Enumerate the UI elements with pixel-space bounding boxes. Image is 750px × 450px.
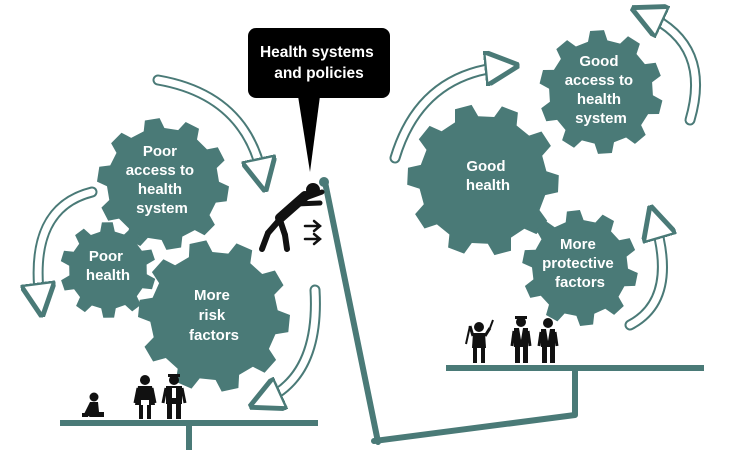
left-platform <box>60 420 318 426</box>
curved-arrow-icon <box>38 188 96 300</box>
callout: Health systems and policies <box>248 28 390 172</box>
label-good-access: Good access to health system <box>565 53 638 127</box>
gear-good-health <box>407 104 559 256</box>
curved-arrow-icon <box>647 15 700 124</box>
gear-poor-access <box>97 118 229 250</box>
callout-pointer <box>298 96 320 172</box>
curved-arrow-icon <box>391 67 502 162</box>
man-with-cap-icon <box>161 374 187 419</box>
lever-knob <box>319 177 329 187</box>
right-people <box>465 316 559 363</box>
gear-more-risk <box>138 240 290 392</box>
curved-arrow-icon <box>626 222 662 329</box>
left-platform-post <box>186 426 192 450</box>
woman-icon <box>133 375 157 419</box>
label-poor-access: Poor access to health system <box>126 143 199 217</box>
man-in-suit-icon <box>510 316 532 363</box>
pushing-person-icon <box>259 183 325 252</box>
kneeling-person-icon <box>82 392 104 417</box>
gears <box>60 30 663 392</box>
callout-box <box>248 28 390 98</box>
golfer-icon <box>465 319 494 363</box>
right-platform <box>446 365 704 371</box>
gear-labels: Poor access to health system Poor health… <box>86 53 638 344</box>
gear-poor-health <box>60 222 156 318</box>
curved-arrow-icon <box>154 76 262 175</box>
label-poor-health: Poor health <box>86 248 130 284</box>
cycle-arrows <box>38 15 702 400</box>
label-good-health: Good health <box>466 158 510 194</box>
lever-structure <box>60 177 704 450</box>
lever-arm <box>322 179 381 445</box>
gear-more-protective <box>522 210 638 326</box>
left-people <box>82 374 187 419</box>
person-standing-icon <box>537 318 559 363</box>
lever-base-beam <box>371 412 578 444</box>
curved-arrow-icon <box>265 286 319 400</box>
label-more-risk: More risk factors <box>189 287 239 344</box>
gear-good-access <box>539 30 663 154</box>
callout-text: Health systems and policies <box>260 44 378 82</box>
label-more-protective: More protective factors <box>542 236 618 291</box>
